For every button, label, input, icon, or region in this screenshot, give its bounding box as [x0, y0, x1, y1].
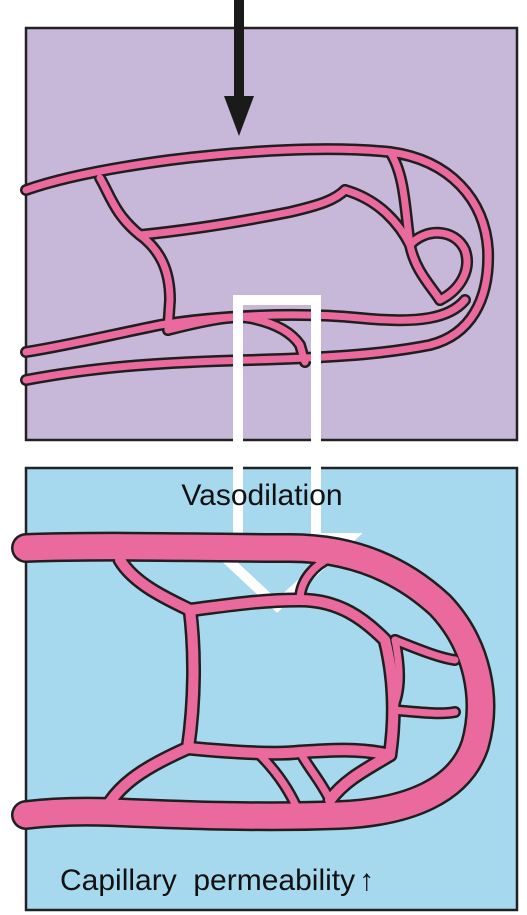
- increase-arrow-icon: ↑: [359, 864, 374, 897]
- vasodilation-label: Vasodilation: [181, 479, 342, 512]
- capillary-permeability-text: Capillary permeability: [60, 864, 355, 897]
- capillary-permeability-label: Capillary permeability↑: [60, 864, 374, 897]
